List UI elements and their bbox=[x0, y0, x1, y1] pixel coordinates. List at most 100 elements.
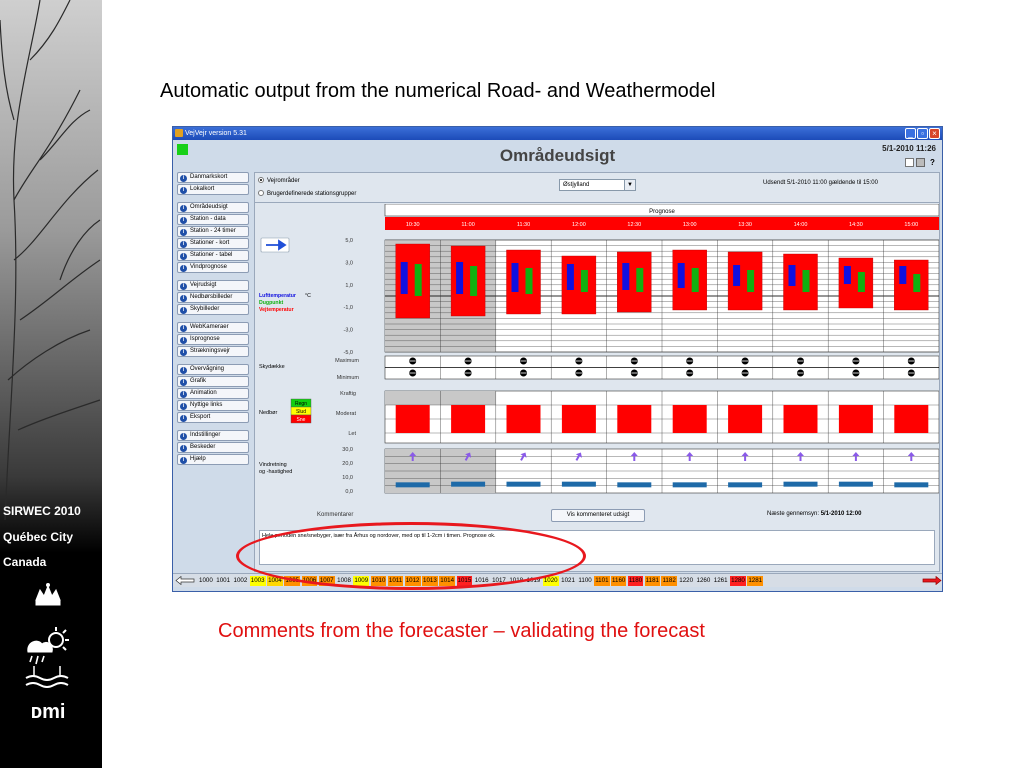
info-icon: i bbox=[180, 433, 187, 440]
info-icon: i bbox=[180, 265, 187, 272]
slide-caption: Comments from the forecaster – validatin… bbox=[218, 620, 705, 642]
station-code[interactable]: 1182 bbox=[661, 576, 677, 586]
station-code[interactable]: 1160 bbox=[611, 576, 627, 586]
arrow-left-icon[interactable] bbox=[175, 576, 195, 585]
station-code[interactable]: 1100 bbox=[578, 577, 592, 584]
station-code[interactable]: 1005 bbox=[284, 576, 301, 586]
air-temp-bar bbox=[622, 263, 630, 290]
minimize-button[interactable]: _ bbox=[905, 128, 916, 139]
station-code[interactable]: 1000 bbox=[199, 577, 213, 584]
info-icon: i bbox=[180, 283, 187, 290]
comment-textarea[interactable]: Hele perioden sne/snebyger, især fra Årh… bbox=[259, 530, 935, 565]
station-code[interactable]: 1011 bbox=[387, 576, 404, 586]
wind-direction-arrow bbox=[797, 452, 804, 461]
station-code[interactable]: 1004 bbox=[267, 576, 283, 586]
station-code[interactable]: 1018 bbox=[509, 577, 524, 584]
station-code[interactable]: 1017 bbox=[492, 577, 506, 584]
close-button[interactable]: × bbox=[929, 128, 940, 139]
station-code[interactable]: 1280 bbox=[730, 576, 746, 586]
sidebar-item-label: Vejrudsigt bbox=[190, 282, 217, 288]
legend-air: Lufttemperatur bbox=[259, 293, 296, 299]
station-code[interactable]: 1261 bbox=[713, 577, 728, 584]
station-code[interactable]: 1020 bbox=[542, 576, 559, 586]
station-code[interactable]: 1008 bbox=[337, 577, 351, 584]
station-code[interactable]: 1013 bbox=[422, 576, 438, 586]
station-code[interactable]: 1260 bbox=[696, 577, 711, 584]
show-comment-button[interactable]: Vis kommenteret udsigt bbox=[551, 509, 645, 522]
radio-custom-groups[interactable]: Brugerdefinerede stationsgrupper bbox=[258, 190, 356, 197]
doc-icon[interactable] bbox=[905, 158, 914, 167]
station-code[interactable]: 1019 bbox=[526, 577, 541, 584]
help-icon[interactable]: ? bbox=[930, 158, 935, 167]
chevron-down-icon: ▼ bbox=[624, 180, 635, 190]
region-dropdown[interactable]: Østjylland ▼ bbox=[559, 179, 636, 191]
station-code[interactable]: 1006 bbox=[301, 576, 318, 586]
station-code[interactable]: 1012 bbox=[404, 576, 421, 586]
station-code[interactable]: 1003 bbox=[249, 576, 266, 586]
station-code[interactable]: 1009 bbox=[353, 576, 370, 586]
precip-bar bbox=[561, 405, 596, 433]
station-code[interactable]: 1180 bbox=[627, 576, 644, 586]
sidebar-item-label: Grafik bbox=[190, 378, 207, 384]
station-code[interactable]: 1101 bbox=[594, 576, 610, 586]
slide-title: Automatic output from the numerical Road… bbox=[160, 80, 716, 102]
time-label: 11:30 bbox=[517, 222, 530, 228]
dew-point-bar bbox=[525, 268, 533, 294]
wind-speed-bar bbox=[838, 481, 873, 487]
station-code[interactable]: 1016 bbox=[474, 577, 489, 584]
wind-speed-bar bbox=[395, 482, 430, 488]
station-code[interactable]: 1014 bbox=[439, 576, 456, 586]
station-code[interactable]: 1001 bbox=[216, 577, 231, 584]
wind-tick: 0,0 bbox=[345, 489, 353, 495]
region-dropdown-value: Østjylland bbox=[563, 182, 590, 188]
next-review: Næste gennemsyn: 5/1-2010 12:00 bbox=[767, 511, 861, 517]
filter-bar: Vejrområder Brugerdefinerede stationsgru… bbox=[255, 173, 939, 203]
radio-weather-areas[interactable]: Vejrområder bbox=[258, 177, 300, 184]
station-code[interactable]: 1281 bbox=[747, 576, 764, 586]
station-code[interactable]: 1010 bbox=[370, 576, 387, 586]
precip-bar bbox=[728, 405, 763, 433]
wind-speed-bar bbox=[617, 482, 652, 488]
station-code[interactable]: 1181 bbox=[644, 576, 660, 586]
radio-weather-areas-label: Vejrområder bbox=[267, 178, 300, 184]
station-code[interactable]: 1021 bbox=[561, 577, 575, 584]
station-code[interactable]: 1220 bbox=[679, 577, 694, 584]
station-code[interactable]: 1007 bbox=[318, 576, 335, 586]
station-code[interactable]: 1015 bbox=[456, 576, 473, 586]
radio-custom-groups-label: Brugerdefinerede stationsgrupper bbox=[267, 191, 357, 197]
arrow-right-icon[interactable] bbox=[922, 576, 942, 585]
maximize-button[interactable]: ▫ bbox=[917, 128, 928, 139]
sidebar-item-label: Nyttige links bbox=[190, 402, 223, 408]
wind-direction-arrow bbox=[520, 452, 527, 461]
wind-speed-bar bbox=[506, 481, 541, 487]
station-code[interactable]: 1002 bbox=[233, 577, 248, 584]
cloud-tick: Minimum bbox=[337, 375, 360, 381]
dew-point-bar bbox=[580, 270, 588, 292]
precip-bar bbox=[451, 405, 486, 433]
print-icon[interactable] bbox=[916, 158, 925, 167]
